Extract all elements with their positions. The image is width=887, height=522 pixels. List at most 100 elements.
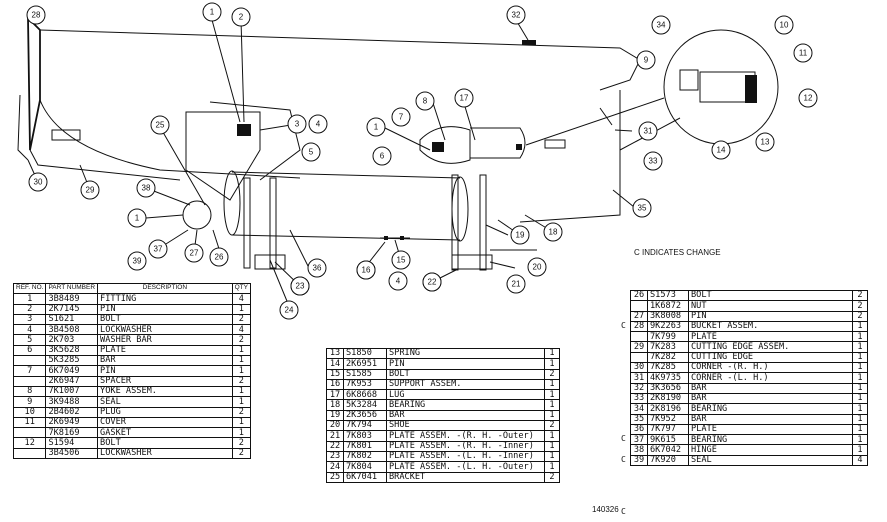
ref-no-cell: 20 — [326, 420, 344, 432]
change-note: C INDICATES CHANGE — [634, 248, 721, 257]
callout-label: 38 — [142, 184, 151, 193]
callout-label: 32 — [512, 11, 521, 20]
callout-1: 1 — [127, 208, 147, 228]
ref-no-cell — [12, 427, 47, 439]
qty-cell: 1 — [852, 362, 868, 374]
callout-label: 9 — [644, 56, 649, 65]
callout-18: 18 — [543, 222, 563, 242]
ref-no-cell — [12, 447, 47, 460]
callout-label: 15 — [397, 256, 406, 265]
part-number-cell: 7K952 — [647, 413, 689, 425]
callout-27: 27 — [184, 243, 204, 263]
description-cell: SPACER — [97, 375, 233, 387]
qty-cell: 2 — [231, 313, 252, 326]
qty-cell: 1 — [852, 341, 868, 353]
ref-no-cell: 38 — [630, 444, 648, 456]
description-cell: SPRING — [386, 347, 545, 360]
callout-label: 39 — [133, 257, 142, 266]
change-mark: C — [621, 434, 626, 443]
ref-no-cell: 22 — [326, 440, 344, 452]
callout-25: 25 — [150, 115, 170, 135]
callout-37: 37 — [148, 239, 168, 259]
callout-35: 35 — [632, 198, 652, 218]
callout-39: 39 — [127, 251, 147, 271]
part-number-cell: 2K8190 — [647, 392, 689, 405]
description-cell: SUPPORT ASSEM. — [386, 378, 545, 391]
part-number-cell: 6K7049 — [45, 365, 99, 377]
part-number-cell: 6K8668 — [343, 389, 387, 401]
callout-1: 1 — [202, 2, 222, 22]
ref-no-cell: 10 — [12, 406, 47, 418]
description-cell: BEARING — [688, 434, 853, 446]
qty-cell: 1 — [544, 347, 560, 360]
callout-label: 8 — [423, 97, 428, 106]
description-cell: BEARING — [386, 399, 545, 411]
callout-14: 14 — [711, 140, 731, 160]
callout-label: 1 — [135, 214, 140, 223]
callout-label: 21 — [512, 280, 521, 289]
qty-cell: 2 — [544, 368, 560, 380]
qty-cell: 1 — [544, 430, 560, 442]
description-cell: YOKE ASSEM. — [97, 385, 233, 398]
callout-31: 31 — [638, 121, 658, 141]
part-number-cell: 7K1007 — [45, 385, 99, 398]
description-cell: LOCKWASHER — [97, 447, 233, 460]
part-number-cell: 7K794 — [343, 420, 387, 432]
ref-no-cell: 13 — [326, 347, 344, 360]
description-cell: PLATE — [688, 331, 853, 343]
callout-28: 28 — [26, 5, 46, 25]
qty-cell: 1 — [544, 358, 560, 370]
ref-no-cell: 16 — [326, 378, 344, 391]
qty-cell: 1 — [852, 331, 868, 343]
ref-no-cell: 18 — [326, 399, 344, 411]
part-number-cell: S1585 — [343, 368, 387, 380]
ref-no-cell: 12 — [12, 437, 47, 449]
ref-no-cell: 29 — [630, 341, 648, 353]
qty-cell: 1 — [231, 427, 252, 439]
ref-no-cell: 15 — [326, 368, 344, 380]
callout-21: 21 — [506, 274, 526, 294]
part-number-cell: 2K6951 — [343, 358, 387, 370]
description-cell: CORNER -(L. H.) — [688, 372, 853, 384]
part-number-cell: 7K8169 — [45, 427, 99, 439]
qty-cell: 1 — [852, 413, 868, 425]
ref-no-cell: 19 — [326, 409, 344, 422]
callout-label: 24 — [285, 306, 294, 315]
callout-group: 1234567891011121314151617181920212223242… — [26, 2, 818, 320]
description-cell: WASHER BAR — [97, 334, 233, 346]
qty-cell: 2 — [852, 300, 868, 312]
part-number-cell: 3K8008 — [647, 310, 689, 322]
qty-cell: 1 — [544, 461, 560, 473]
qty-cell: 2 — [231, 375, 252, 387]
part-number-cell: 7K804 — [343, 461, 387, 473]
callout-label: 19 — [516, 231, 525, 240]
callout-13: 13 — [755, 132, 775, 152]
description-cell: SHOE — [386, 420, 545, 432]
callout-label: 2 — [239, 13, 244, 22]
callout-label: 30 — [34, 178, 43, 187]
callout-label: 13 — [761, 138, 770, 147]
description-cell: PIN — [97, 303, 233, 315]
callout-label: 14 — [717, 146, 726, 155]
callout-label: 16 — [362, 266, 371, 275]
part-number-cell: 2K703 — [45, 334, 99, 346]
callout-label: 37 — [154, 245, 163, 254]
description-cell: GASKET — [97, 427, 233, 439]
callout-label: 4 — [316, 120, 321, 129]
callout-22: 22 — [422, 272, 442, 292]
callout-3: 3 — [287, 114, 307, 134]
figure-number: 140326 — [592, 505, 619, 514]
